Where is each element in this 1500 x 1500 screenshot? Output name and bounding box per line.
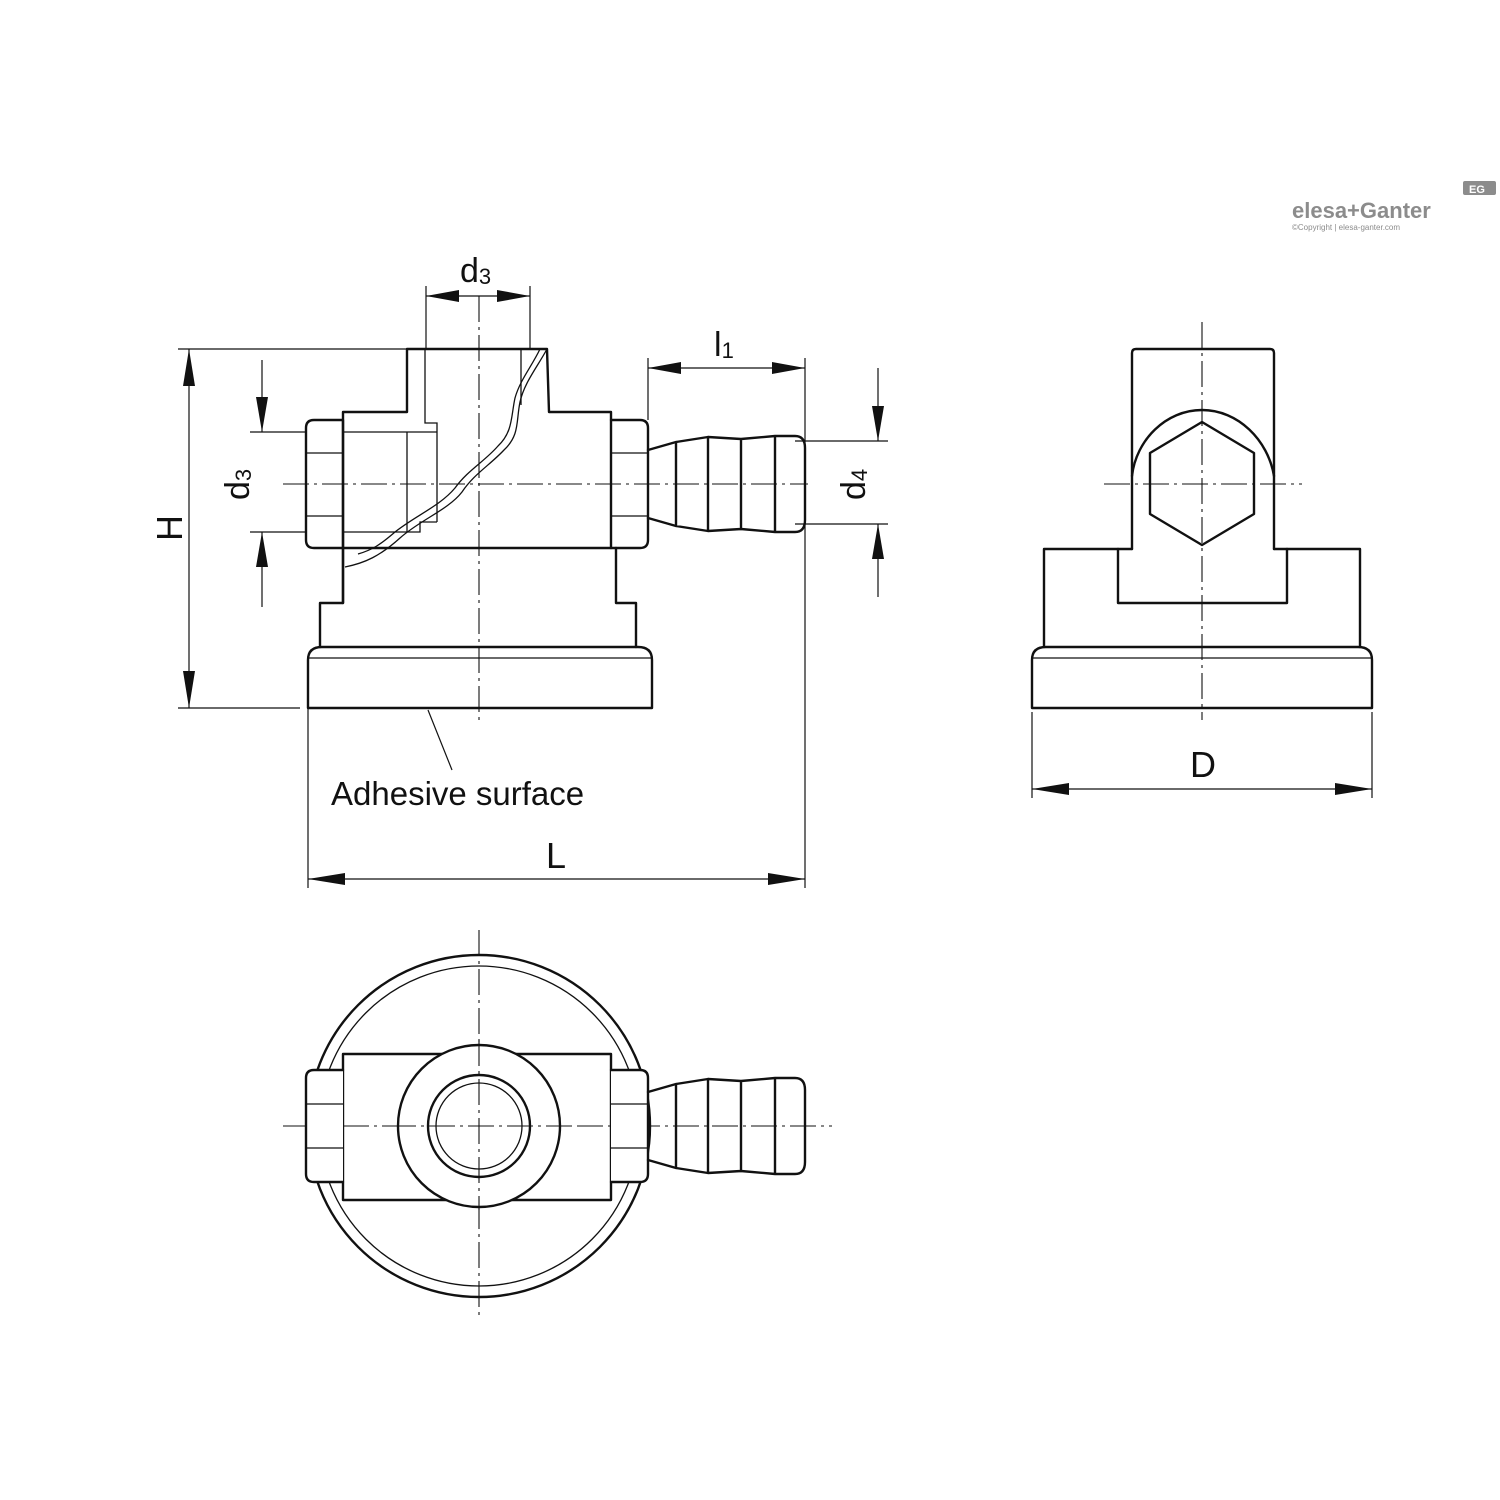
dim-H-label: H [149, 515, 190, 541]
top-left-hex-fitting [304, 1068, 345, 1184]
top-right-hex-fitting [609, 1068, 650, 1184]
dim-l1-arrow-left [648, 362, 681, 374]
brand-logo: elesa+Ganter EG ©Copyright | elesa-gante… [1292, 181, 1496, 232]
top-view [283, 930, 832, 1320]
logo-text: elesa+Ganter [1292, 198, 1431, 223]
dim-l1-arrow-right [772, 362, 805, 374]
side-view: D [1030, 322, 1374, 798]
front-section-break-line [344, 348, 548, 568]
dim-d3-top-label: d3 [460, 252, 491, 290]
front-dimensions: d3 l1 L H d3 d4 [149, 252, 888, 888]
dim-d4-arrow-top [872, 406, 884, 441]
front-view [283, 296, 808, 724]
dim-L-arrow-right [768, 873, 805, 885]
dim-d3-top-arrow-left [426, 290, 459, 302]
front-top-port-inner [424, 349, 522, 437]
dim-d4-arrow-bottom [872, 524, 884, 559]
front-base-collar [318, 546, 638, 649]
dim-d4-label: d4 [835, 469, 873, 500]
front-base-disc [306, 645, 654, 710]
front-hose-barb [646, 434, 807, 534]
logo-badge-text: EG [1469, 184, 1485, 196]
front-body [341, 347, 613, 605]
side-port-arch [1130, 408, 1276, 478]
dim-D-arrow-right [1335, 783, 1372, 795]
side-inner-block [1116, 547, 1289, 605]
dim-d3-left-label: d3 [219, 469, 257, 500]
adhesive-surface-label: Adhesive surface [331, 775, 584, 812]
dim-d3-top-arrow-right [497, 290, 530, 302]
dim-H-arrow-bottom [183, 671, 195, 708]
front-left-hex-fitting [304, 418, 345, 550]
copyright-text: ©Copyright | elesa-ganter.com [1292, 223, 1400, 232]
dim-d3-left-arrow-bottom [256, 532, 268, 567]
top-hose-barb [646, 1076, 807, 1176]
dim-D-arrow-left [1032, 783, 1069, 795]
adhesive-leader [427, 709, 453, 771]
dim-l1-label: l1 [714, 326, 734, 364]
dim-D-label: D [1190, 744, 1216, 785]
side-hexagon [1148, 420, 1256, 547]
front-left-port-bore [343, 431, 438, 533]
side-collar [1042, 547, 1362, 649]
dim-H-arrow-top [183, 349, 195, 386]
dim-d3-left-arrow-top [256, 397, 268, 432]
dim-L-label: L [546, 835, 566, 876]
front-section-break-line-2 [357, 348, 541, 555]
side-base-disc [1030, 645, 1374, 710]
front-right-hex-fitting [609, 418, 650, 550]
side-upper-body [1130, 347, 1276, 551]
dim-L-arrow-left [308, 873, 345, 885]
logo-badge [1463, 181, 1496, 195]
